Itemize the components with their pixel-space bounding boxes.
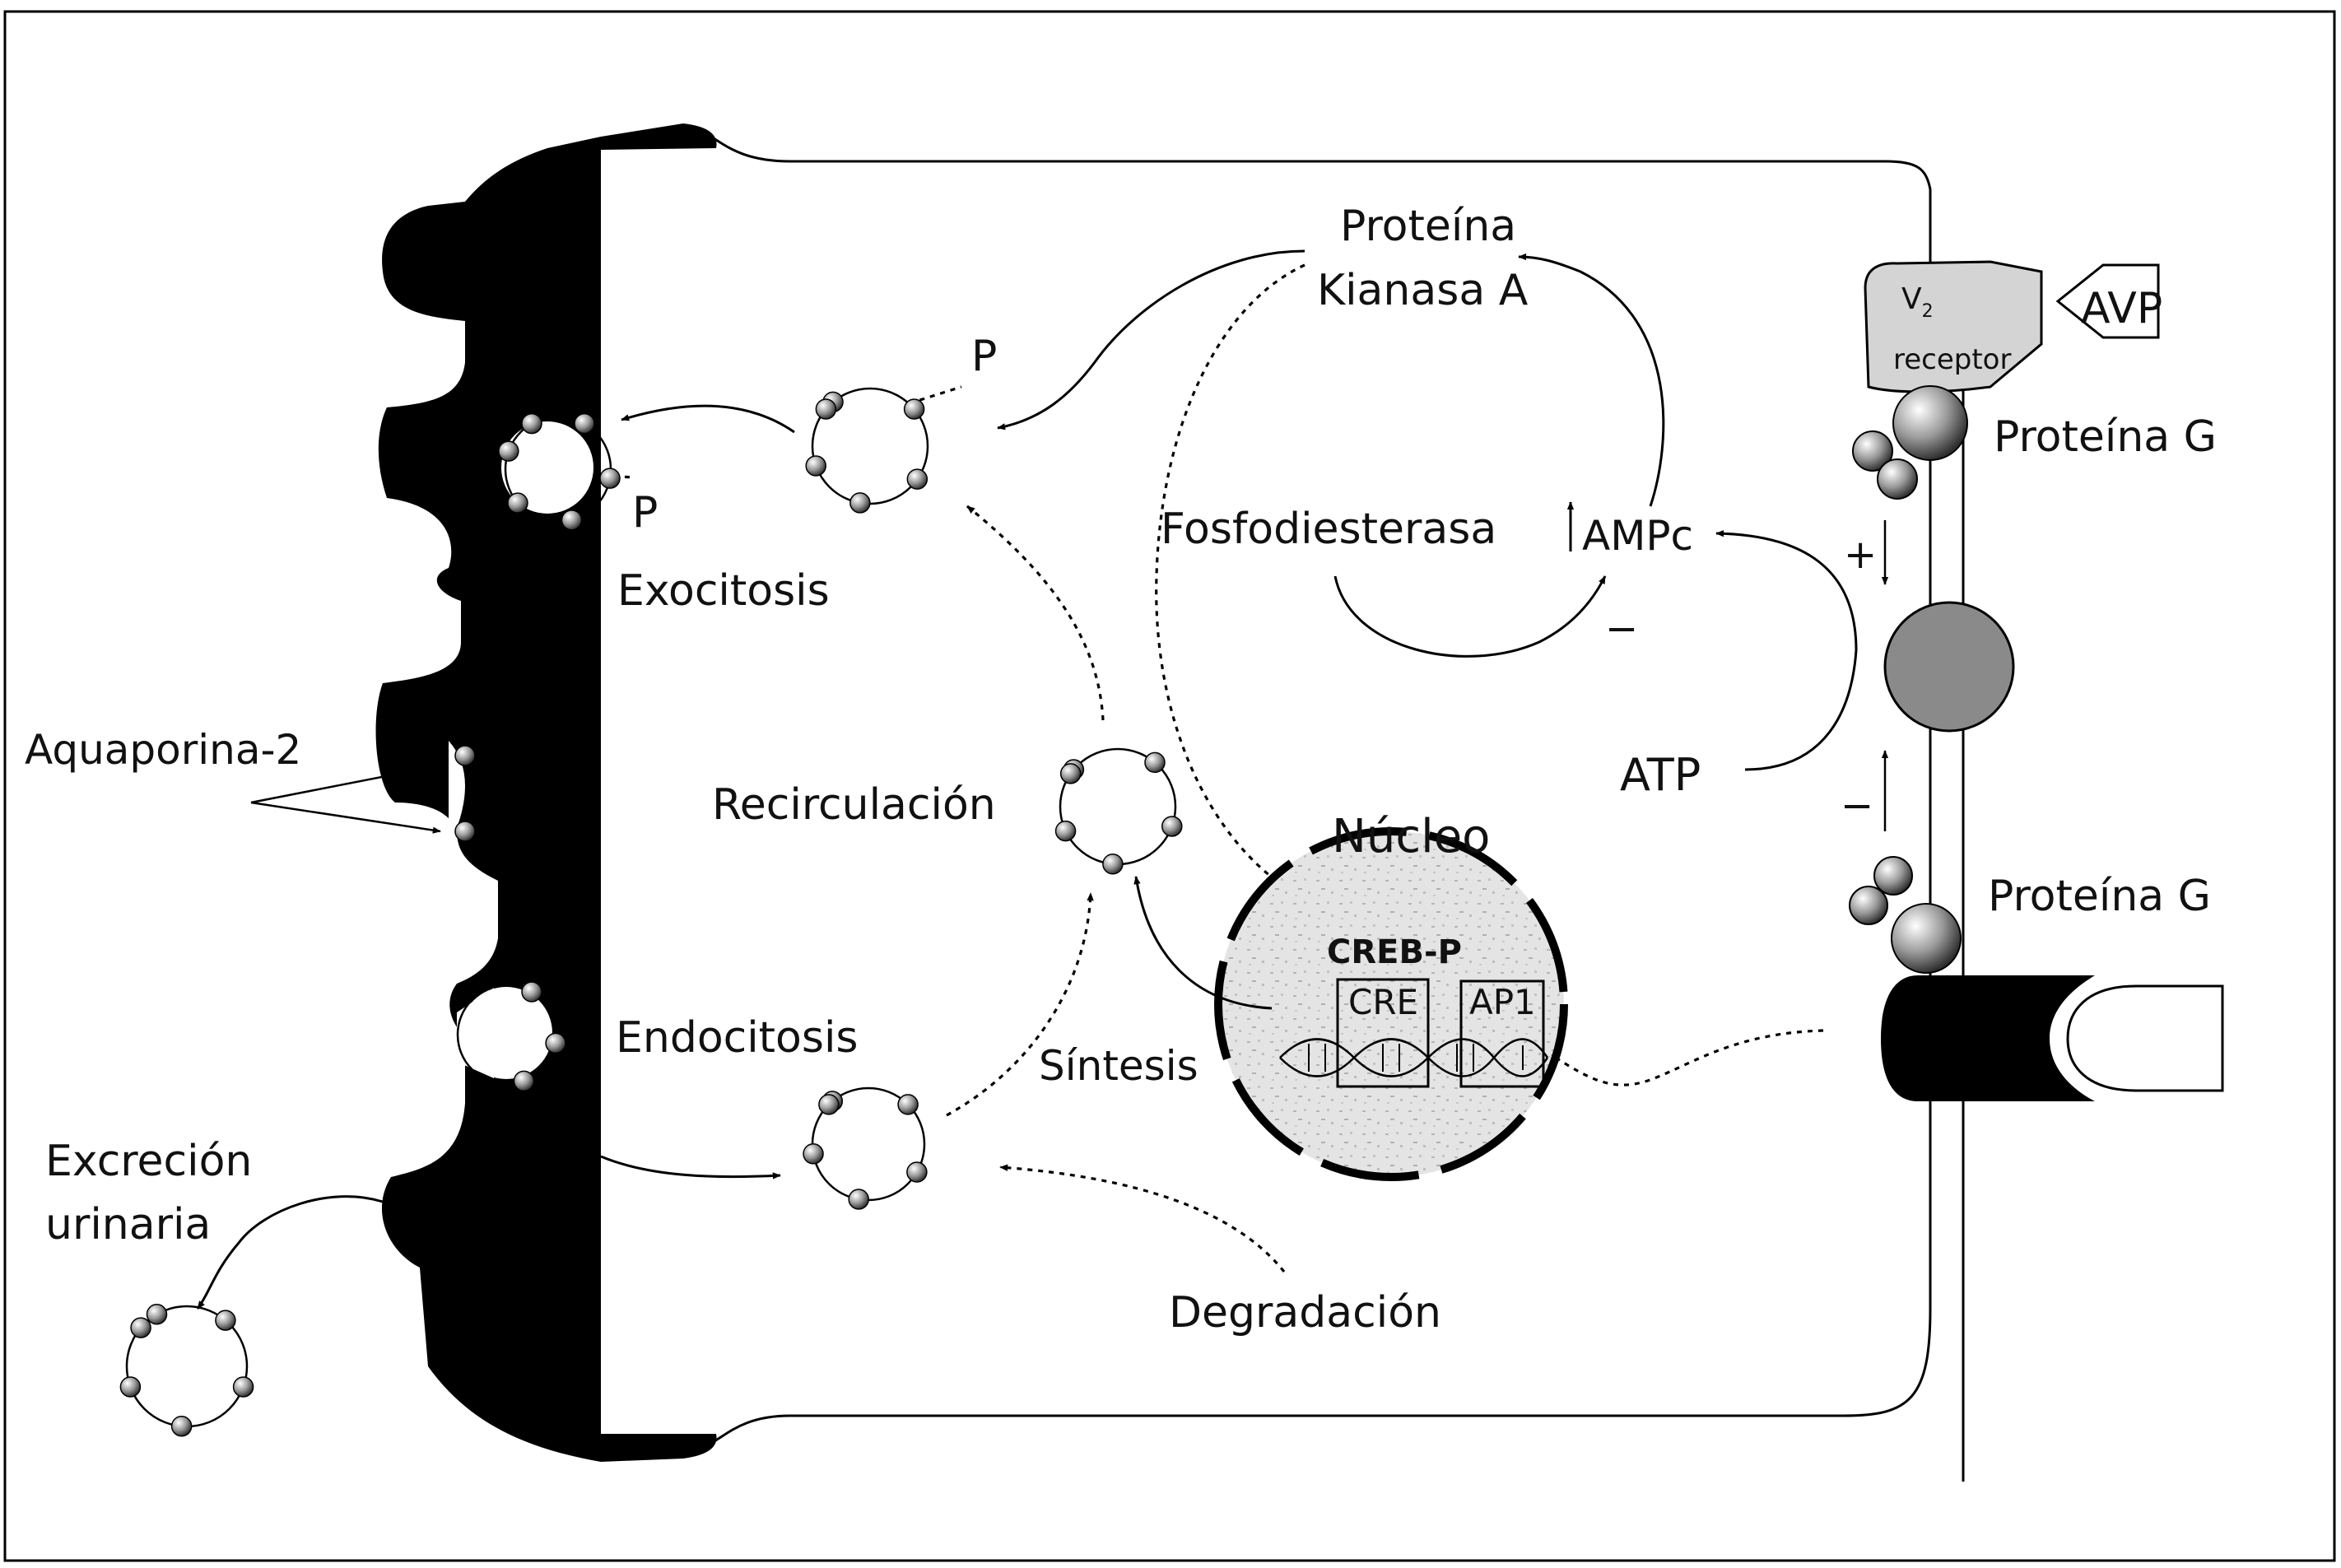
- g-protein-top-beta: [1852, 430, 1893, 472]
- creb-p-label: CREB-P: [1327, 933, 1462, 971]
- phospho-dotted-top: [909, 385, 962, 405]
- pka-to-nucleus-dotted: [1155, 263, 1305, 899]
- adenylyl-cyclase: [1883, 601, 2015, 733]
- endocytosis-arrow: [600, 1155, 781, 1179]
- aquaporin-particle: [130, 1317, 151, 1338]
- figure-frame: [3, 10, 2336, 1562]
- aquaporin-particle: [906, 468, 928, 490]
- aquaporin-particle: [1054, 820, 1077, 842]
- minus-g-sign: −: [1841, 783, 1873, 829]
- aquaporin-particle: [1144, 751, 1166, 774]
- aquaporin-particle: [848, 1189, 869, 1210]
- p-left-label: P: [632, 488, 658, 537]
- recirculation-to-vesicle-dotted: [966, 505, 1105, 721]
- g-protein-bottom-gamma: [1849, 886, 1888, 925]
- aquaporin-particle: [232, 1376, 254, 1398]
- atp-to-camp-arrow: [1715, 530, 1858, 771]
- proteina-g-top-label: Proteína G: [1994, 412, 2217, 462]
- ap1-label: AP1: [1469, 982, 1536, 1022]
- endocitosis-label: Endocitosis: [616, 1013, 859, 1063]
- aquaporin-pointer-2: [250, 801, 441, 834]
- nucleo-label: Núcleo: [1332, 810, 1490, 863]
- pka-label-line2: Kianasa A: [1317, 266, 1529, 315]
- exocitosis-label: Exocitosis: [617, 566, 830, 616]
- endosome-to-recirculation-dotted: [946, 892, 1094, 1117]
- aquaporin-particle: [215, 1310, 236, 1331]
- aquaporin-pointer-1: [250, 763, 441, 804]
- aquaporin-notch: [449, 741, 465, 848]
- atp-label: ATP: [1620, 749, 1701, 801]
- cell-outline: [691, 128, 1932, 1450]
- aquaporin-particle: [849, 492, 871, 514]
- aquaporin-particle: [897, 1094, 919, 1115]
- degradation-dotted: [999, 1164, 1286, 1273]
- aquaporina-label: Aquaporina-2: [25, 726, 301, 774]
- vesicle-to-membrane-arrow: [621, 404, 795, 434]
- cre-box: [1336, 978, 1430, 1088]
- aquaporin-particle: [574, 412, 595, 435]
- fosfodiesterasa-label: Fosfodiesterasa: [1161, 505, 1496, 554]
- aquaporin-particle: [1161, 816, 1183, 837]
- g-protein-bottom-alpha: [1891, 903, 1962, 974]
- exocytosis-pocket: [501, 421, 593, 514]
- avp-ligand: [2055, 263, 2160, 339]
- aquaporin-particle: [507, 492, 528, 514]
- aquaporin-particles: [119, 391, 1183, 1437]
- camp-to-pka-arrow: [1518, 253, 1665, 507]
- proteina-g-bottom-label: Proteína G: [1988, 872, 2211, 921]
- pka-to-vesicle-arrow: [997, 249, 1305, 430]
- recirculacion-label: Recirculación: [712, 780, 996, 830]
- aquaporin-particle: [454, 821, 476, 842]
- excrecion-line2: urinaria: [45, 1200, 211, 1249]
- aquaporin-particle: [1059, 763, 1082, 784]
- minus-pde-sign: −: [1605, 606, 1638, 652]
- apical-membrane: [375, 123, 717, 1462]
- aquaporin-particle: [903, 398, 925, 420]
- aquaporin-particle: [119, 1376, 142, 1398]
- p-top-label: P: [971, 332, 997, 381]
- v2-label: V2: [1901, 282, 1934, 322]
- aquaporin-particle: [805, 455, 826, 477]
- inhibitory-ligand: [2066, 984, 2224, 1092]
- aquaporin-particle: [513, 1070, 535, 1092]
- aquaporin-particle: [521, 412, 542, 435]
- dna-helix: [1279, 1038, 1549, 1077]
- aquaporin-particle: [599, 468, 621, 489]
- g-protein-top-gamma: [1877, 458, 1918, 500]
- aquaporin-particle: [146, 1304, 168, 1325]
- avp-label: AVP: [2081, 284, 2162, 333]
- aquaporin-particle: [521, 981, 542, 1003]
- aquaporin-particle: [498, 440, 519, 462]
- excretion-arrow: [196, 1195, 384, 1310]
- inhibitory-receptor: [1881, 975, 2095, 1101]
- aquaporin-particle: [803, 1143, 824, 1165]
- aquaporin-particle: [561, 509, 583, 531]
- cre-label: CRE: [1348, 982, 1418, 1022]
- aquaporin-particle: [545, 1032, 566, 1054]
- basal-to-nucleus-dotted: [1551, 1029, 1824, 1086]
- excrecion-line1: Excreción: [45, 1137, 252, 1186]
- pka-label-line1: Proteína: [1340, 202, 1516, 251]
- aquaporin-particle: [818, 1094, 840, 1115]
- receptor-label: receptor: [1893, 343, 2011, 376]
- aquaporin-particle: [815, 398, 837, 420]
- sintesis-label: Síntesis: [1039, 1042, 1198, 1090]
- v2-receptor: [1864, 260, 2043, 393]
- aquaporin-particle: [454, 745, 476, 766]
- aquaporin-particle: [170, 1415, 193, 1437]
- aquaporin-particle: [1102, 853, 1124, 875]
- g-protein-top-alpha: [1892, 385, 1968, 461]
- pde-loop-arrow: [1333, 575, 1607, 658]
- nucleus: [1214, 827, 1568, 1181]
- ampc-label: AMPc: [1582, 512, 1693, 560]
- degradacion-label: Degradación: [1169, 1288, 1441, 1338]
- plus-sign: +: [1844, 532, 1877, 578]
- g-protein-bottom-beta: [1873, 856, 1913, 896]
- aquaporin-particle: [906, 1161, 928, 1183]
- ap1-box: [1459, 979, 1545, 1088]
- synthesis-arrow: [1133, 876, 1273, 1010]
- endocytosis-pocket-opening: [457, 988, 494, 1078]
